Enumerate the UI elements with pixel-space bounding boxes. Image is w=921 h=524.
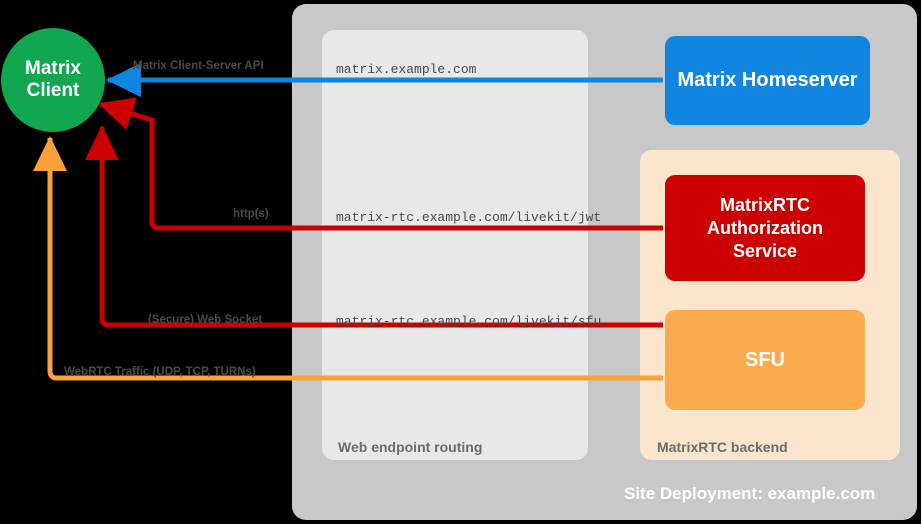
node-sfu[interactable]: [665, 310, 865, 410]
edge-authorization-http: [98, 97, 663, 231]
node-matrix-client[interactable]: [1, 28, 105, 132]
panel-site-deployment-caption: Site Deployment: example.com: [624, 484, 876, 503]
panel-web-endpoint-routing: [322, 30, 588, 460]
url-label-livekit-jwt: matrix-rtc.example.com/livekit/jwt: [336, 210, 602, 225]
node-matrix-homeserver[interactable]: [665, 36, 870, 125]
edge-sfu-websocket: [85, 124, 663, 328]
node-matrixrtc-authorization-service[interactable]: [665, 175, 865, 281]
edge-label-sfu-webrtc: WebRTC Traffic (UDP, TCP, TURNs): [64, 366, 256, 378]
edge-sfu-webrtc: [33, 135, 663, 381]
panel-web-endpoint-routing-caption: Web endpoint routing: [338, 439, 483, 455]
edge-label-sfu-websocket: (Secure) Web Socket: [148, 314, 263, 326]
url-label-livekit-sfu: matrix-rtc.example.com/livekit/sfu: [336, 314, 602, 329]
edge-label-authorization-http: http(s): [233, 208, 269, 220]
edge-label-matrix-client-server-api: Matrix Client-Server API: [133, 60, 264, 72]
url-label-matrix-example-com: matrix.example.com: [336, 62, 477, 77]
panel-matrixrtc-backend-caption: MatrixRTC backend: [657, 439, 788, 455]
